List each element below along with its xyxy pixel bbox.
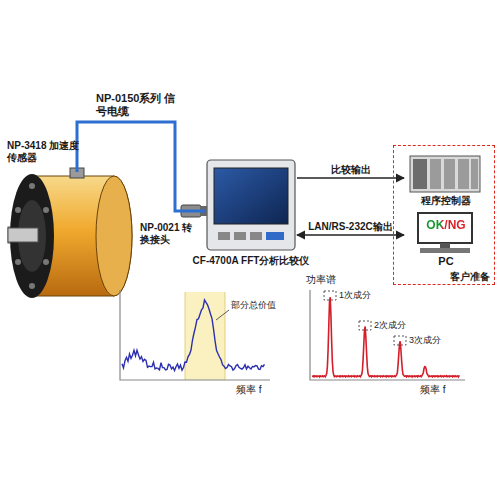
pc-node: OK/NG PC (404, 213, 488, 269)
plc-label: 程序控制器 (404, 195, 488, 207)
plc-rack (410, 156, 480, 192)
sensor-label: NP-3418 加速度传感器 (7, 140, 82, 163)
pc-label: PC (404, 255, 488, 268)
customer-group: 客户准备 程序控制器 OK/NG PC (393, 145, 495, 285)
power-spectrum-chart (310, 290, 465, 380)
edge-label: LAN/RS-232C输出 (308, 221, 392, 233)
component-label: 3次成分 (409, 335, 441, 345)
fft-analyzer (201, 160, 295, 250)
edge-label: 比较输出 (331, 164, 371, 176)
output-line (297, 234, 404, 235)
connector-label: NP-0021 转换接头 (140, 222, 202, 245)
signal-cable (77, 122, 205, 211)
component-label: 2次成分 (374, 320, 406, 330)
band-label: 部分总价值 (231, 300, 276, 310)
pc-monitor (418, 213, 472, 253)
cable-label: NP-0150系列 信号电缆 (96, 92, 176, 117)
chart-title: 功率谱 (306, 274, 336, 286)
analyzer-node: CF-4700A FFT分析比较仪 (205, 158, 297, 253)
component-label: 1次成分 (339, 290, 371, 300)
ok-ng-screen: OK/NG (419, 219, 473, 233)
motor (8, 168, 132, 298)
group-label: 客户准备 (450, 271, 490, 283)
device-label: CF-4700A FFT分析比较仪 (191, 255, 311, 267)
axis-label: 频率 f (420, 384, 446, 396)
axis-label: 频率 f (236, 384, 262, 396)
motor-node: NP-3418 加速度传感器 (5, 172, 135, 297)
output-line (297, 177, 404, 178)
plc-node: 程序控制器 (404, 153, 488, 211)
